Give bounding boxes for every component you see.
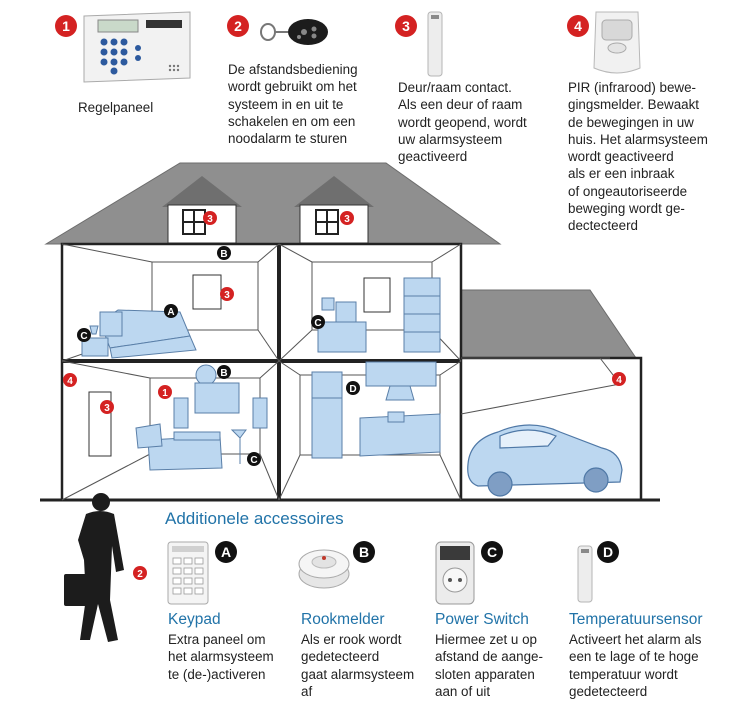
svg-text:D: D	[603, 544, 613, 560]
svg-text:3: 3	[104, 403, 110, 414]
marker-a-bedroom: A	[164, 304, 178, 318]
marker-3-door: 3	[100, 400, 114, 414]
svg-text:3: 3	[207, 214, 213, 225]
temperature-sensor-icon	[577, 545, 593, 603]
car-icon	[467, 424, 623, 497]
device-3-illustration: 3	[395, 11, 443, 77]
marker-c-bedroom: C	[77, 328, 91, 342]
accessory-a-title: Keypad	[168, 611, 221, 628]
marker-d-kitchen: D	[346, 381, 360, 395]
badge-2: 2	[227, 15, 249, 37]
accessory-b-caption: Als er rook wordt gedetecteerd gaat alar…	[301, 632, 415, 699]
control-panel-icon	[83, 11, 191, 83]
keypad-icon	[167, 541, 209, 605]
device-4-caption: PIR (infrarood) bewe- gingsmelder. Bewaa…	[568, 80, 708, 234]
marker-c-livingroom: C	[247, 452, 261, 466]
device-1-caption: Regelpaneel	[78, 100, 154, 115]
svg-text:C: C	[314, 318, 321, 329]
marker-3-bedroom: 3	[220, 287, 234, 301]
svg-text:3: 3	[344, 214, 350, 225]
marker-c-study: C	[311, 315, 325, 329]
marker-2-person: 2	[133, 566, 147, 580]
kitchen-furniture	[311, 361, 441, 459]
badge-b: B	[353, 541, 375, 563]
marker-4-garage: 4	[612, 372, 626, 386]
svg-text:A: A	[221, 544, 231, 560]
svg-text:B: B	[220, 368, 227, 379]
badge-d: D	[597, 541, 619, 563]
accessory-c-illustration: C	[435, 541, 503, 605]
marker-1-livingroom: 1	[158, 385, 172, 399]
device-1-illustration: 1	[55, 11, 191, 83]
svg-text:B: B	[359, 544, 369, 560]
marker-b-attic: B	[217, 246, 231, 260]
device-2-caption: De afstandsbediening wordt gebruikt om h…	[228, 62, 358, 147]
device-4-illustration: 4	[567, 11, 641, 74]
badge-c: C	[481, 541, 503, 563]
svg-text:2: 2	[137, 569, 143, 580]
svg-text:A: A	[167, 307, 174, 318]
dormer-right	[294, 176, 374, 244]
remote-control-icon	[260, 19, 328, 45]
accessory-a-illustration: A	[167, 541, 237, 605]
marker-3-dormer-left: 3	[203, 211, 217, 225]
svg-text:4: 4	[616, 375, 622, 386]
accessory-c-title: Power Switch	[435, 611, 529, 628]
accessory-a-caption: Extra paneel om het alarmsysteem te (de-…	[168, 632, 274, 682]
house-markers-red: 3 3 3 1 4 3 4 2	[63, 211, 626, 580]
accessory-d-illustration: D	[577, 541, 619, 603]
power-switch-icon	[435, 541, 475, 605]
garage-roof	[460, 289, 637, 359]
person-icon	[64, 493, 124, 642]
svg-text:1: 1	[162, 388, 168, 399]
svg-text:D: D	[349, 384, 356, 395]
accessories-section-title: Additionele accessoires	[165, 509, 344, 528]
badge-4: 4	[567, 15, 589, 37]
svg-text:3: 3	[224, 290, 230, 301]
badge-3: 3	[395, 15, 417, 37]
accessory-b-title: Rookmelder	[301, 611, 385, 628]
svg-text:1: 1	[62, 18, 70, 34]
house-markers-black: B A C B D C C	[77, 246, 360, 466]
accessory-d-title: Temperatuursensor	[569, 611, 703, 628]
marker-3-dormer-right: 3	[340, 211, 354, 225]
study-furniture	[317, 277, 441, 353]
svg-text:B: B	[220, 249, 227, 260]
svg-text:C: C	[80, 331, 87, 342]
pir-sensor-icon	[593, 11, 641, 74]
accessory-d-caption: Activeert het alarm als een te lage of t…	[569, 632, 702, 699]
svg-text:3: 3	[402, 18, 410, 34]
accessory-b-illustration: B	[298, 541, 375, 589]
dormer-left	[162, 176, 242, 244]
svg-text:C: C	[250, 455, 257, 466]
marker-b-livingroom: B	[217, 365, 231, 379]
bedroom-furniture	[81, 274, 222, 359]
svg-text:C: C	[487, 544, 497, 560]
marker-4-livingroom: 4	[63, 373, 77, 387]
badge-a: A	[215, 541, 237, 563]
device-3-caption: Deur/raam contact. Als een deur of raam …	[398, 80, 527, 165]
accessory-c-caption: Hiermee zet u op afstand de aange- slote…	[435, 632, 543, 699]
svg-text:4: 4	[574, 18, 582, 34]
smoke-detector-icon	[298, 549, 350, 589]
badge-1: 1	[55, 15, 77, 37]
svg-text:2: 2	[234, 18, 242, 34]
door-contact-icon	[427, 11, 443, 77]
svg-text:4: 4	[67, 376, 73, 387]
device-2-illustration: 2	[227, 15, 328, 45]
main-roof	[44, 162, 502, 245]
